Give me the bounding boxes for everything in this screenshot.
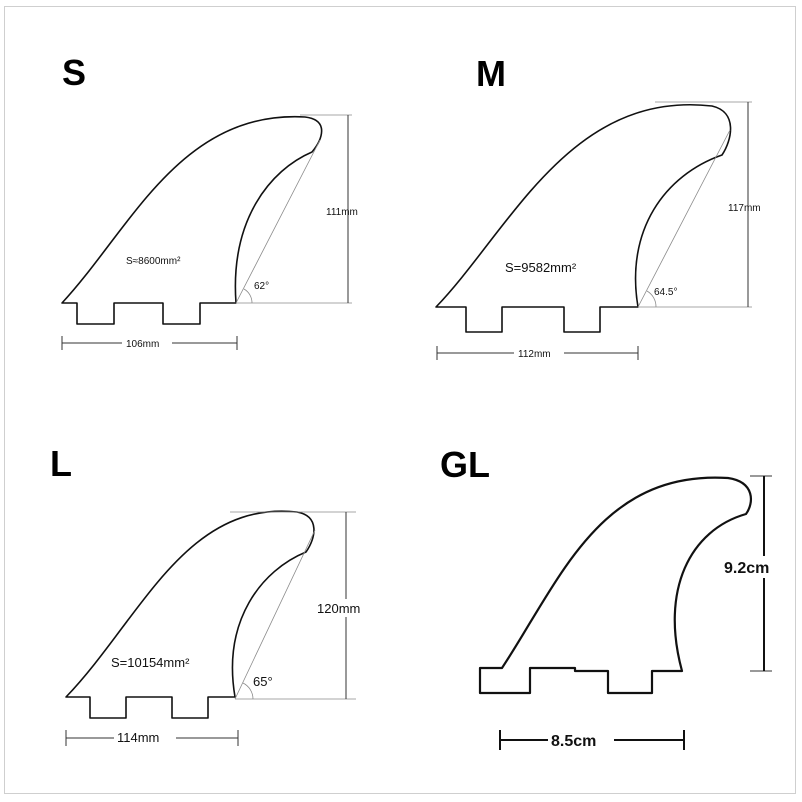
size-label-m: M — [476, 53, 506, 94]
height-label-bg-l — [316, 599, 368, 617]
width-label-bg-m — [514, 345, 564, 359]
height-label-s: 111mm — [326, 207, 358, 218]
width-label-bg-s — [122, 335, 172, 349]
fin-outline-l — [65, 510, 315, 719]
height-label-m: 117mm — [728, 203, 761, 214]
angle-label-l: 65° — [253, 674, 273, 689]
image-border — [4, 6, 796, 794]
height-label-bg-gl — [722, 556, 784, 578]
width-label-bg-l — [114, 729, 176, 746]
width-label-gl: 8.5cm — [551, 733, 596, 750]
area-label-l: S=10154mm² — [111, 655, 190, 670]
width-label-l: 114mm — [117, 730, 159, 745]
panel-s: S 111mm S≈8600mm² 62° 106mm — [61, 52, 358, 350]
angle-guide-l — [234, 529, 316, 700]
angle-label-m: 64.5° — [654, 287, 677, 298]
fin-outline-s — [61, 116, 323, 325]
panel-l: L 120mm S=10154mm² 65° 114mm — [50, 443, 368, 746]
size-label-s: S — [62, 52, 86, 93]
width-label-s: 106mm — [126, 339, 159, 350]
height-label-l: 120mm — [317, 601, 360, 616]
height-label-gl: 9.2cm — [724, 560, 769, 577]
angle-arc-m — [646, 290, 657, 308]
width-label-m: 112mm — [518, 349, 551, 360]
panel-gl: GL 9.2cm 8.5cm — [440, 444, 784, 751]
area-label-m: S=9582mm² — [505, 260, 577, 275]
angle-guide-s — [235, 139, 321, 304]
angle-arc-l — [242, 682, 254, 700]
size-label-l: L — [50, 443, 72, 484]
angle-guide-m — [637, 129, 731, 308]
panel-m: M 117mm S=9582mm² 64.5° 112mm — [435, 53, 761, 360]
fin-outline-gl — [478, 476, 753, 695]
width-label-bg-gl — [548, 729, 614, 751]
angle-label-s: 62° — [254, 281, 269, 292]
area-label-s: S≈8600mm² — [126, 256, 181, 267]
size-label-gl: GL — [440, 444, 490, 485]
angle-arc-s — [243, 288, 253, 304]
fin-outline-m — [435, 103, 732, 333]
